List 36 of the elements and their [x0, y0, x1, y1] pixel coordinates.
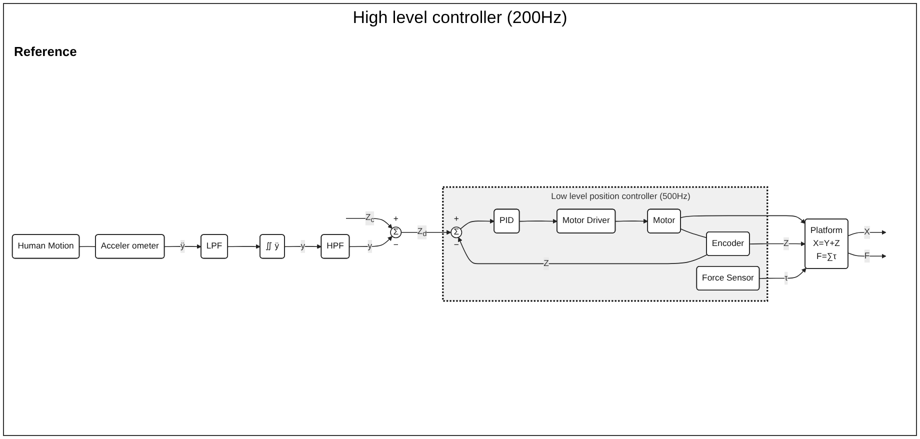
- arrow: [164, 244, 202, 249]
- edge-label: F: [864, 251, 870, 260]
- node-label: −: [454, 240, 459, 250]
- diagram-title: High level controller (200Hz): [352, 8, 568, 28]
- connector: [79, 246, 96, 248]
- edge-label: Z: [544, 258, 549, 268]
- arrow: [749, 242, 806, 246]
- node-label: +: [454, 214, 459, 224]
- arrow: [400, 230, 452, 235]
- note-text: Reference: [14, 44, 77, 59]
- edge-label: τ: [784, 273, 788, 283]
- edge-label: y: [300, 242, 306, 251]
- node-label: +: [393, 214, 398, 224]
- cluster: [442, 186, 768, 302]
- edge-label: Z$_{c}$: [365, 212, 374, 224]
- arrow: [615, 218, 648, 224]
- node-circle: [390, 226, 402, 238]
- arrow: [227, 244, 260, 249]
- edge-label: Z: [784, 238, 789, 248]
- arrow: [458, 237, 708, 264]
- diagram-frame: High level controller (200Hz) Reference Low level position controller (500Hz) Z$_{c}$ ÿ y y Z$_{d}$ Z Z τ X F Human Motion Acceler ometer LPF ∬ ÿ HPF + Σ − + Σ − PID Motor Driver Motor Encoder Force Sensor Platform X=Y+Z F=∑τ: [3, 3, 917, 436]
- edge-label: y: [368, 242, 372, 251]
- arrow: [680, 215, 806, 224]
- arrow: [346, 218, 392, 229]
- arrow: [759, 268, 806, 279]
- arrow: [519, 218, 558, 224]
- arrow: [349, 236, 392, 248]
- arrow: [848, 230, 886, 236]
- edge-label: ÿ: [180, 242, 185, 251]
- edge-label: Z$_{d}$: [417, 226, 427, 238]
- arrow: [284, 244, 322, 249]
- node-circle: [450, 226, 462, 238]
- node-label: −: [393, 240, 398, 250]
- arrow: [460, 218, 495, 230]
- connector: [680, 228, 708, 238]
- edge-label: X: [864, 228, 870, 237]
